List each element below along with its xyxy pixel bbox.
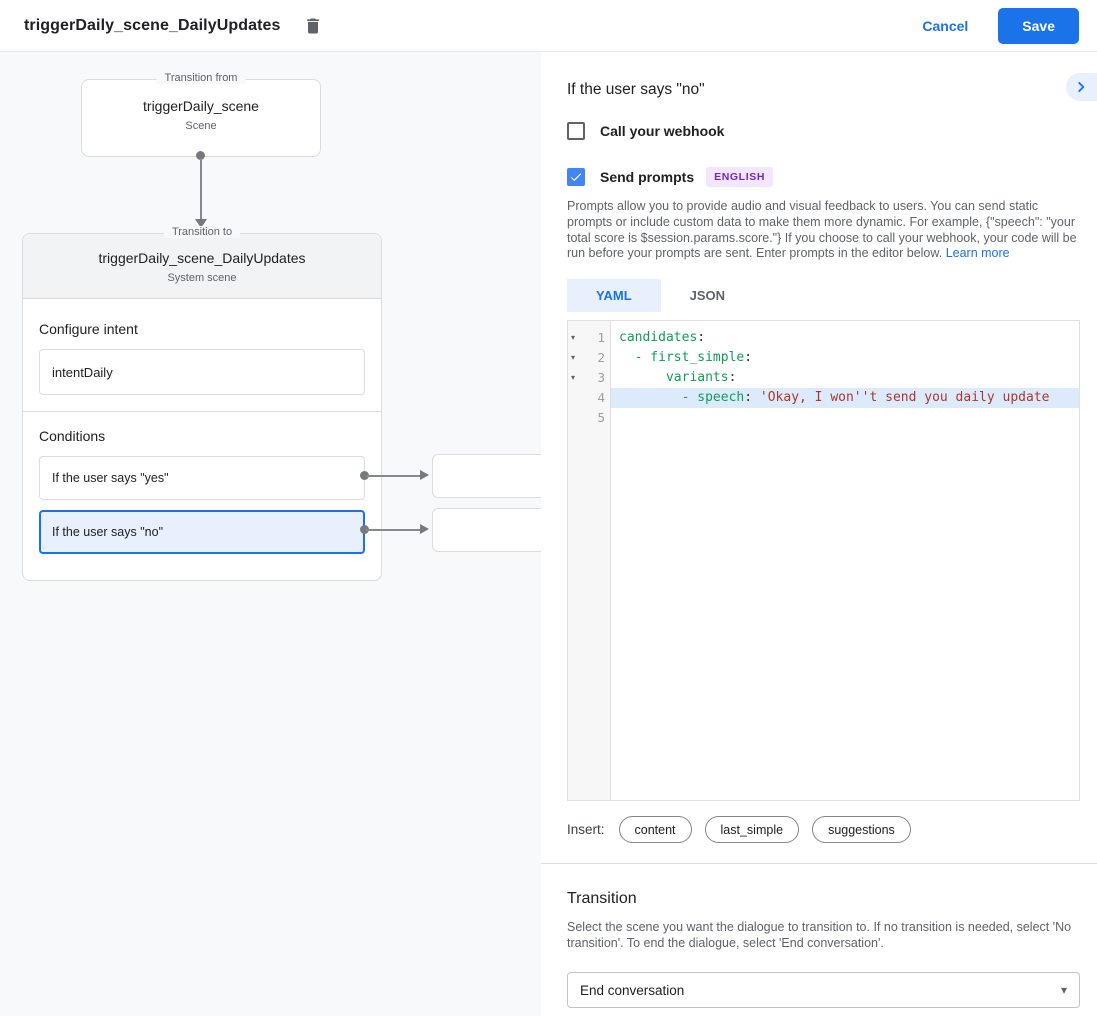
- prompts-description: Prompts allow you to provide audio and v…: [567, 199, 1080, 262]
- transition-from-box[interactable]: Transition from triggerDaily_scene Scene: [81, 72, 321, 157]
- gutter-line: ▾1: [568, 328, 610, 348]
- tab-yaml[interactable]: YAML: [567, 279, 661, 313]
- intent-field[interactable]: intentDaily: [39, 349, 365, 395]
- code-line[interactable]: [619, 408, 1079, 428]
- insert-chips: content last_simple suggestions: [618, 816, 911, 844]
- arrow-down-icon: [195, 219, 207, 228]
- section-divider: [23, 411, 381, 412]
- code-line[interactable]: - speech: 'Okay, I won''t send you daily…: [611, 388, 1079, 409]
- gutter-line: ▾2: [568, 348, 610, 368]
- topbar: triggerDaily_scene_DailyUpdates Cancel S…: [0, 0, 1097, 52]
- insert-chip-content[interactable]: content: [618, 816, 692, 844]
- chevron-right-icon: [1078, 81, 1085, 93]
- panel-title-row: If the user says "no": [567, 52, 1097, 101]
- save-button[interactable]: Save: [998, 7, 1079, 44]
- gutter-line: 4: [568, 388, 610, 408]
- fold-arrow-icon[interactable]: ▾: [571, 373, 576, 383]
- send-prompts-row: Send prompts ENGLISH: [567, 167, 1080, 187]
- scene-canvas: Transition from triggerDaily_scene Scene…: [0, 52, 541, 1016]
- line-number: 2: [597, 350, 605, 366]
- line-number: 5: [597, 410, 605, 426]
- to-scene-name: triggerDaily_scene_DailyUpdates: [98, 250, 306, 266]
- to-scene-type: System scene: [167, 272, 237, 284]
- connector-dot: [196, 151, 205, 160]
- line-number: 3: [597, 370, 605, 386]
- insert-label: Insert:: [567, 822, 605, 838]
- from-scene-type: Scene: [185, 120, 217, 132]
- transition-select[interactable]: End conversation ▾: [567, 972, 1080, 1009]
- fold-arrow-icon[interactable]: ▾: [571, 333, 576, 343]
- fold-arrow-icon[interactable]: ▾: [571, 353, 576, 363]
- insert-chip-suggestions[interactable]: suggestions: [812, 816, 911, 844]
- configure-intent-label: Configure intent: [39, 321, 138, 337]
- cancel-button[interactable]: Cancel: [922, 17, 969, 34]
- condition-connector-line: [366, 475, 422, 477]
- code-line[interactable]: - first_simple:: [619, 350, 753, 366]
- check-icon: [570, 173, 582, 182]
- condition-connector-dot: [360, 525, 369, 534]
- panel-title: If the user says "no": [567, 81, 705, 98]
- webhook-row: Call your webhook: [567, 122, 1080, 140]
- details-panel: If the user says "no" Call your webhook …: [541, 52, 1097, 1016]
- condition-item[interactable]: If the user says "no": [39, 510, 365, 554]
- page-title: triggerDaily_scene_DailyUpdates: [24, 16, 281, 34]
- transition-target-box[interactable]: [432, 454, 541, 498]
- connector-line: [200, 158, 202, 219]
- code-line[interactable]: candidates:: [619, 330, 706, 346]
- conditions-list: If the user says "yes" If the user says "…: [39, 456, 365, 554]
- tab-json[interactable]: JSON: [689, 288, 726, 304]
- transition-description: Select the scene you want the dialogue t…: [567, 920, 1072, 951]
- line-number: 4: [597, 390, 605, 406]
- language-badge: ENGLISH: [706, 167, 773, 187]
- editor-code[interactable]: candidates: - first_simple: variants: - …: [611, 321, 1079, 800]
- transition-select-value: End conversation: [580, 982, 685, 998]
- learn-more-link[interactable]: Learn more: [945, 246, 1010, 261]
- transition-from-legend: Transition from: [156, 72, 246, 84]
- code-line[interactable]: variants:: [619, 370, 737, 386]
- insert-chip-last_simple[interactable]: last_simple: [704, 816, 800, 844]
- transition-title: Transition: [567, 890, 637, 908]
- delete-button[interactable]: [301, 14, 325, 38]
- insert-row: Insert: content last_simple suggestions: [567, 816, 1080, 844]
- send-prompts-checkbox[interactable]: [567, 168, 585, 186]
- to-box-header[interactable]: triggerDaily_scene_DailyUpdates System s…: [23, 234, 381, 299]
- line-number: 1: [597, 330, 605, 346]
- webhook-label: Call your webhook: [600, 123, 725, 139]
- to-box-body: Configure intent intentDaily Conditions …: [23, 299, 381, 580]
- collapse-panel-button[interactable]: [1066, 73, 1097, 101]
- transition-to-box: Transition to triggerDaily_scene_DailyUp…: [22, 226, 382, 581]
- editor-tabs: YAML JSON: [567, 279, 1080, 313]
- transition-to-legend: Transition to: [163, 226, 241, 238]
- prompts-description-text: Prompts allow you to provide audio and v…: [567, 199, 1077, 261]
- arrow-right-icon: [420, 470, 429, 480]
- conditions-label: Conditions: [39, 428, 106, 444]
- transition-target-box[interactable]: [432, 508, 541, 552]
- arrow-right-icon: [420, 524, 429, 534]
- gutter-line: ▾3: [568, 368, 610, 388]
- webhook-checkbox[interactable]: [567, 122, 585, 140]
- condition-connector-dot: [360, 471, 369, 480]
- panel-divider: [541, 863, 1097, 865]
- trash-icon: [306, 18, 319, 33]
- condition-connector-line: [366, 529, 422, 531]
- from-scene-name: triggerDaily_scene: [143, 98, 259, 114]
- send-prompts-label: Send prompts: [600, 169, 695, 185]
- condition-item[interactable]: If the user says "yes": [39, 456, 365, 500]
- gutter-line: 5: [568, 408, 610, 428]
- dropdown-caret-icon: ▾: [1060, 983, 1067, 998]
